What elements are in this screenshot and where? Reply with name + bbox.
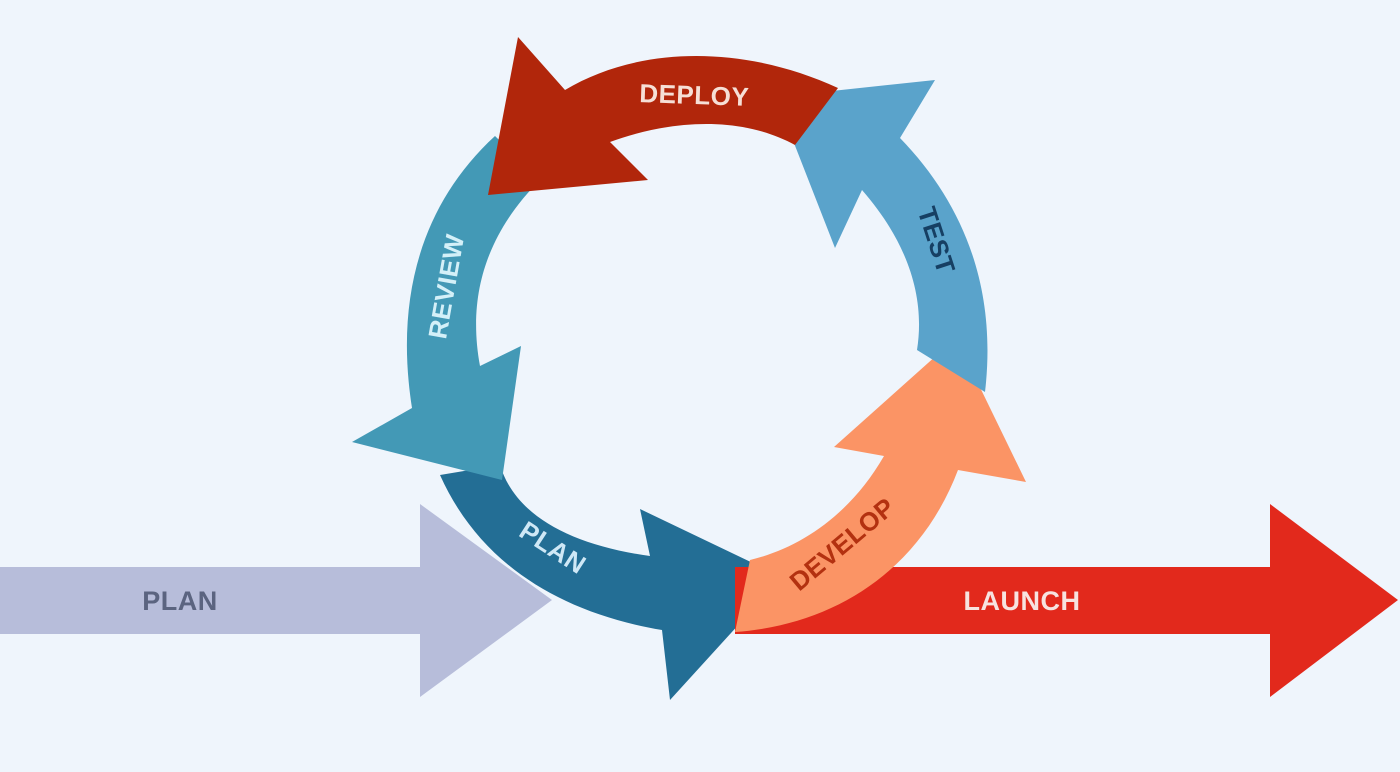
review-segment-shape bbox=[352, 136, 540, 480]
cycle-segment-review: REVIEW bbox=[352, 136, 540, 480]
exit-arrow-label: LAUNCH bbox=[964, 586, 1081, 616]
test-segment-shape bbox=[776, 80, 988, 392]
entry-arrow-shape bbox=[0, 504, 552, 697]
exit-arrow-shape bbox=[735, 504, 1398, 697]
entry-arrow-label: PLAN bbox=[142, 586, 218, 616]
develop-segment-shape bbox=[735, 338, 1026, 632]
deploy-segment-label: DEPLOY bbox=[639, 78, 750, 112]
cycle-segment-test: TEST bbox=[776, 80, 988, 392]
deploy-segment-shape bbox=[488, 37, 838, 195]
exit-launch-arrow: LAUNCH bbox=[735, 504, 1398, 697]
plan-segment-shape bbox=[440, 465, 782, 700]
entry-plan-arrow: PLAN bbox=[0, 504, 552, 697]
cycle-segment-deploy: DEPLOY bbox=[488, 37, 838, 195]
